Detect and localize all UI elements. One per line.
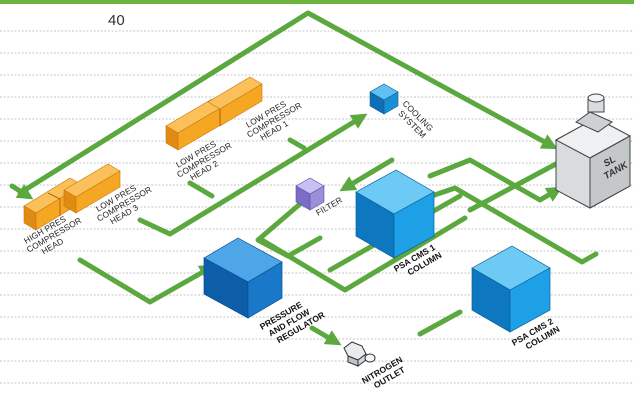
nitrogen-outlet-icon [343, 341, 376, 367]
filter-icon [295, 177, 325, 211]
pipe-into-highhead [9, 183, 34, 200]
pipe-highhead-to-regulator [77, 257, 216, 305]
pipe-lowhead2-to-filter [187, 180, 215, 199]
svg-text:SL: SL [602, 154, 618, 170]
pipe-highhead-to-tank [17, 10, 558, 196]
low-pres-head-3-icon [63, 163, 121, 214]
pipe-lowhead1-to-filter [287, 137, 307, 151]
pipe-regulator-to-outlet [309, 325, 342, 346]
pipe-cooling-to-filter [339, 157, 395, 192]
pipe-psa2-return [427, 157, 563, 203]
pipe-lowhead3-to-cooling [137, 113, 368, 237]
pipe-psa2-down [417, 309, 463, 337]
low-pres-head-1-icon [207, 76, 263, 127]
page-number: 40 [108, 12, 125, 29]
psa-cms-2-icon [471, 245, 551, 333]
pipe-filter-loop [259, 215, 468, 293]
sl-tank-icon [554, 93, 632, 209]
psa-cms-1-icon [355, 169, 435, 259]
pipe-filter-to-psa [255, 201, 323, 259]
low-pres-head-2-icon [165, 98, 225, 151]
top-rule [0, 0, 634, 4]
cooling-system-icon [369, 83, 399, 115]
pipe-psa-to-tank [417, 185, 599, 265]
regulator-icon [203, 237, 283, 319]
